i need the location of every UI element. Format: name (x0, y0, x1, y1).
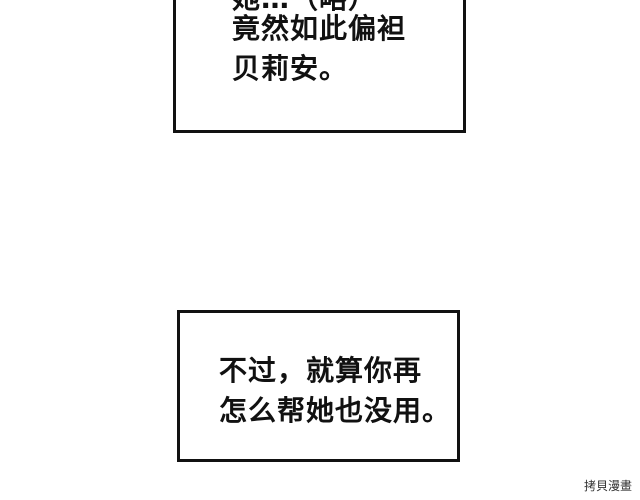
speech-box-top: 她…（略） 竟然如此偏袒 贝莉安。 (173, 0, 466, 133)
speech-line: 竟然如此偏袒 (232, 12, 407, 45)
speech-box-bottom: 不过，就算你再 怎么帮她也没用。 (177, 310, 460, 462)
speech-line: 不过，就算你再 (219, 354, 423, 387)
speech-line: 怎么帮她也没用。 (219, 394, 452, 427)
speech-line: 贝莉安。 (232, 52, 349, 85)
watermark-text: 拷貝漫畫 (583, 479, 632, 493)
speech-line-cut-off: 她…（略） (232, 0, 377, 13)
